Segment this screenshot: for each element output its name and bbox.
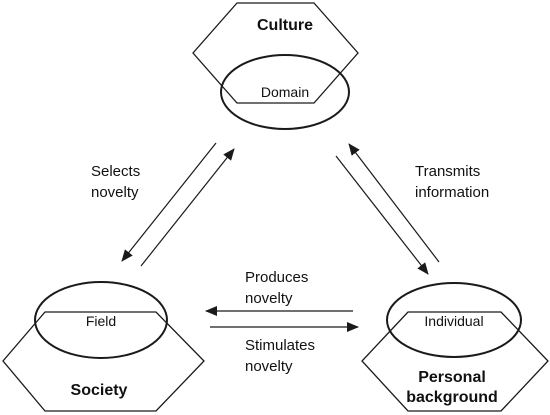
transmits-line1: Transmits (415, 163, 480, 180)
person-title-line1: Personal (418, 369, 486, 386)
culture-title: Culture (257, 17, 313, 34)
selects-line2: novelty (91, 184, 139, 201)
stimulates-line1: Stimulates (245, 337, 315, 354)
person-hexagon (361, 311, 549, 412)
society-hexagon (2, 311, 205, 412)
field-ellipse (34, 281, 168, 359)
selects-line1: Selects (91, 163, 140, 180)
society-node: Field Society (2, 281, 205, 412)
arrow-domain-to-individual (335, 155, 429, 275)
produces-novelty-label: Produces novelty (245, 269, 308, 307)
produces-line2: novelty (245, 290, 293, 307)
stimulates-novelty-label: Stimulates novelty (245, 337, 315, 375)
transmits-line2: information (415, 184, 489, 201)
culture-node: Culture Domain (192, 2, 359, 130)
person-node: Individual Personal background (361, 282, 549, 412)
culture-hexagon (192, 2, 359, 104)
field-label: Field (86, 313, 116, 329)
arrow-domain-to-field (121, 142, 217, 262)
individual-ellipse (386, 282, 522, 358)
individual-label: Individual (424, 313, 483, 329)
domain-label: Domain (261, 84, 309, 100)
produces-line1: Produces (245, 269, 308, 286)
arrow-field-to-domain (140, 148, 235, 267)
domain-ellipse (220, 54, 350, 130)
selects-novelty-label: Selects novelty (91, 163, 140, 201)
society-title: Society (71, 382, 128, 399)
transmits-information-label: Transmits information (415, 163, 489, 201)
stimulates-line2: novelty (245, 358, 293, 375)
person-title-line2: background (406, 389, 498, 406)
arrow-individual-to-domain (348, 143, 440, 263)
